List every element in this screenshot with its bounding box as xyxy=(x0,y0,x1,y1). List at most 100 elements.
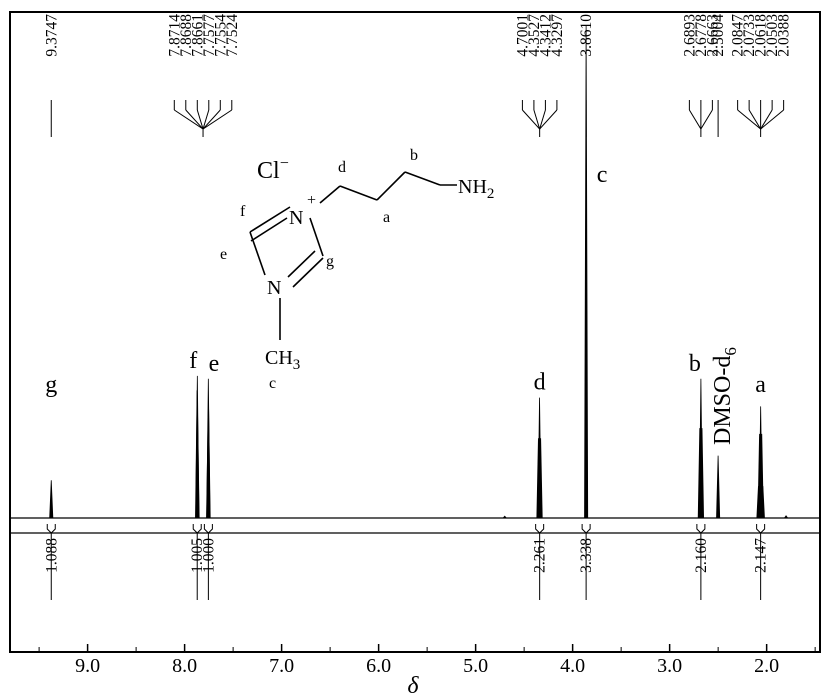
integral-value: 1.088 xyxy=(43,538,60,573)
peak-shift-label: 3.8610 xyxy=(578,14,595,57)
x-tick-label: 7.0 xyxy=(269,655,294,677)
x-tick-label: 4.0 xyxy=(560,655,585,677)
peak-label-f: f xyxy=(189,348,197,374)
struct-label-b: b xyxy=(410,147,418,164)
peak-shift-label: 4.3297 xyxy=(549,14,566,57)
x-tick-label: 6.0 xyxy=(366,655,391,677)
spectrum-peak-0 xyxy=(49,480,54,519)
peak-shift-label: 7.7524 xyxy=(224,14,241,57)
x-axis-ticks: 9.0 8.0 7.0 6.0 5.0 4.0 3.0 2.0 xyxy=(38,644,816,677)
integral-value: 2.160 xyxy=(693,538,710,573)
struct-label-c: c xyxy=(269,375,276,392)
peak-list-connector-4-2 xyxy=(700,109,713,130)
svg-text:NH2: NH2 xyxy=(458,176,494,202)
amine-subscript: 2 xyxy=(487,186,495,202)
integral-value: 1.005 xyxy=(189,538,206,573)
x-tick-label: 2.0 xyxy=(754,655,779,677)
peak-label-d: d xyxy=(534,370,546,396)
peak-label-a: a xyxy=(755,372,766,398)
x-axis-label: δ xyxy=(407,673,419,698)
peak-list-group-0: 9.3747 xyxy=(43,14,60,137)
molecule-labels: Cl− N + N CH3 NH2 a b c d e f g xyxy=(220,147,494,392)
n-plus-atom: N xyxy=(289,207,303,229)
peak-label-c: c xyxy=(597,162,608,188)
peak-list-connector-6-3 xyxy=(760,109,773,130)
peak-shift-label: 7.8661 xyxy=(189,14,206,57)
peak-list-group-5: 2.5004 xyxy=(710,14,727,137)
peak-shift-label: 2.6778 xyxy=(693,14,710,57)
peak-shift-label: 7.8688 xyxy=(178,14,195,57)
peak-label-g: g xyxy=(45,372,57,398)
peak-list-connector-1-0 xyxy=(174,109,204,130)
peak-shift-label: 2.6893 xyxy=(681,14,698,57)
peak-list-connector-1-4 xyxy=(202,109,221,130)
struct-label-e: e xyxy=(220,246,227,263)
n-methyl-atom: N xyxy=(267,277,281,299)
peak-list-connector-2-0 xyxy=(522,109,541,130)
peak-shift-label: 2.0733 xyxy=(741,14,758,57)
spectrum-peak-11 xyxy=(584,25,589,519)
x-tick-label: 3.0 xyxy=(657,655,682,677)
peak-list-connector-2-2 xyxy=(539,109,546,130)
peak-shift-label: 2.6663 xyxy=(704,14,721,57)
anion-charge: − xyxy=(280,155,289,172)
integral-bracket-1 xyxy=(192,524,202,534)
peak-shift-label: 2.0388 xyxy=(776,14,793,57)
integral-bracket-3 xyxy=(535,524,545,534)
cation-charge: + xyxy=(307,192,316,209)
struct-label-f: f xyxy=(240,203,246,220)
integral-bracket-0 xyxy=(46,524,56,534)
integral-bracket-5 xyxy=(696,524,706,534)
peak-list-connector-6-0 xyxy=(737,109,761,130)
x-tick-label: 5.0 xyxy=(463,655,488,677)
x-tick-label: 8.0 xyxy=(172,655,197,677)
methyl-group: CH xyxy=(265,347,293,369)
peak-label-b: b xyxy=(689,351,701,377)
svg-text:Cl−: Cl− xyxy=(257,155,289,184)
integral-value: 1.000 xyxy=(200,538,217,573)
peak-list-connector-1-1 xyxy=(185,109,204,130)
peak-shift-label: 4.3412 xyxy=(537,14,554,57)
struct-label-d: d xyxy=(338,159,346,176)
amine-group: NH xyxy=(458,176,487,198)
peak-list-connector-2-1 xyxy=(533,109,541,130)
integral-bracket-2 xyxy=(203,524,213,534)
molecule-structure xyxy=(249,171,457,340)
x-tick-label: 9.0 xyxy=(75,655,100,677)
spectrum-peak-15 xyxy=(716,455,721,519)
integral-bracket-6 xyxy=(756,524,766,534)
peak-shift-label: 2.5004 xyxy=(710,14,727,57)
peak-list-connector-1-3 xyxy=(202,109,210,130)
struct-label-g: g xyxy=(326,253,334,270)
peak-list-connector-6-1 xyxy=(748,109,762,130)
peak-shift-label: 4.3527 xyxy=(526,14,543,57)
peak-shift-label: 2.0503 xyxy=(764,14,781,57)
methyl-subscript: 3 xyxy=(293,357,301,373)
integral-bracket-4 xyxy=(581,524,591,534)
peak-list-connector-4-0 xyxy=(688,109,702,130)
peak-list-connector-1-2 xyxy=(196,109,204,130)
chloride-label: Cl xyxy=(257,158,280,184)
peak-label-e: e xyxy=(209,351,220,377)
peak-shift-label: 2.0847 xyxy=(730,14,747,57)
integral-value: 3.338 xyxy=(578,538,595,573)
peak-list-connector-6-4 xyxy=(760,109,784,130)
peak-label-solvent: DMSO-d6 xyxy=(710,347,740,445)
peak-list-annotations: 9.3747 7.87147.86887.86617.75777.75547.75… xyxy=(43,14,793,137)
peak-list-connector-2-3 xyxy=(539,109,558,130)
integral-value: 2.147 xyxy=(753,538,770,573)
peak-shift-label: 9.3747 xyxy=(43,14,60,57)
peak-shift-label: 7.7577 xyxy=(201,14,218,57)
peak-shift-label: 2.0618 xyxy=(753,14,770,57)
peak-shift-label: 7.8714 xyxy=(166,14,183,57)
plot-frame xyxy=(9,11,821,653)
peak-shift-label: 4.7001 xyxy=(514,14,531,57)
spectrum-peaks xyxy=(49,25,789,519)
